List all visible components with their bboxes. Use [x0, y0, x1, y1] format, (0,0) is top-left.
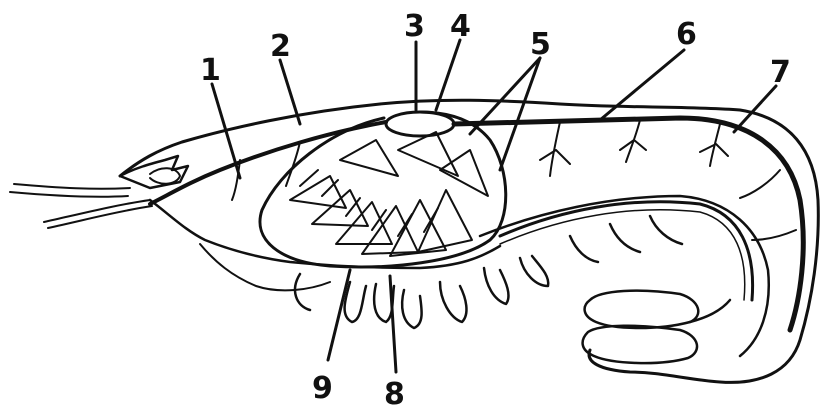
label-6: 6 [676, 17, 697, 52]
label-4: 4 [450, 9, 471, 44]
gills [290, 132, 488, 256]
antennae [10, 184, 152, 228]
tail-fan [583, 291, 730, 363]
label-3: 3 [404, 9, 425, 44]
leader-line-6 [600, 50, 684, 120]
label-1: 1 [200, 53, 221, 88]
eye [150, 168, 180, 184]
label-8: 8 [384, 377, 405, 412]
leader-line-1 [212, 84, 240, 178]
label-2: 2 [270, 29, 291, 64]
label-9: 9 [312, 371, 333, 406]
head-lower-outline [200, 244, 330, 290]
leader-line-5b [500, 58, 540, 170]
label-7: 7 [770, 55, 791, 90]
label-5: 5 [530, 27, 551, 62]
heart [386, 112, 454, 136]
abdomen-inner-outline [480, 196, 769, 356]
leader-line-2 [280, 60, 300, 124]
